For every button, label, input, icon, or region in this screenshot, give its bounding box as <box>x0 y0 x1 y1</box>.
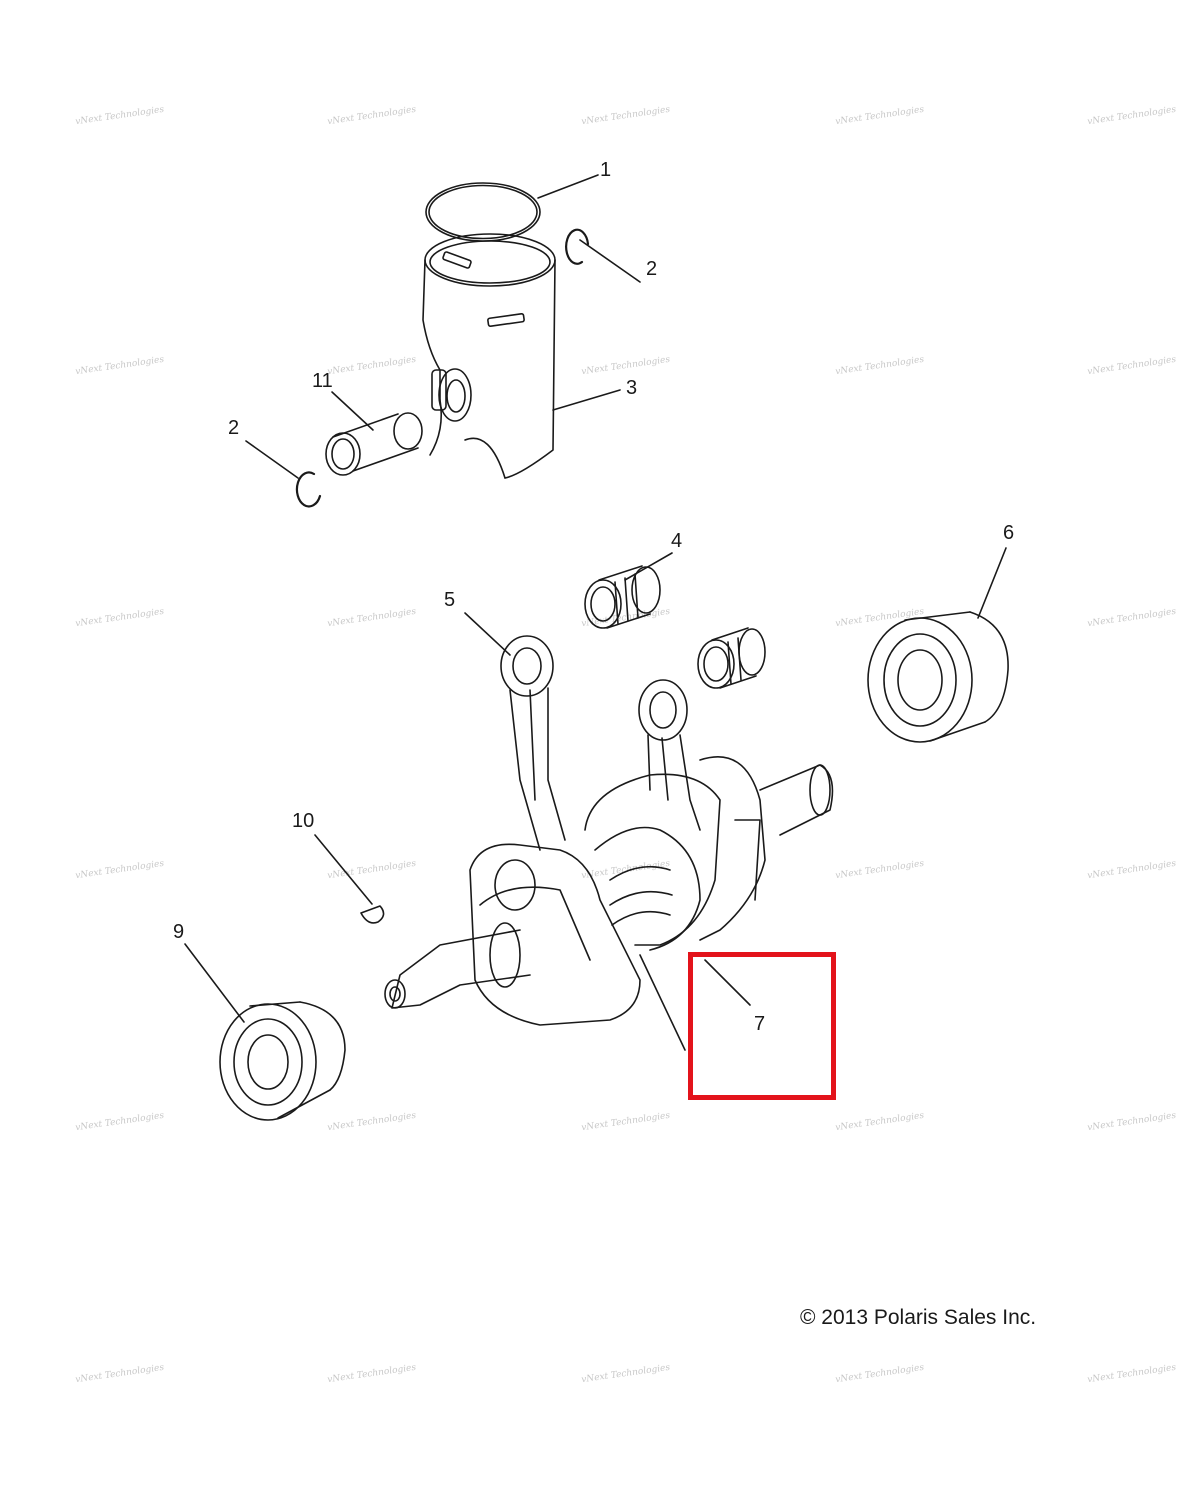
connecting-rod-part <box>464 612 566 851</box>
callout-5: 5 <box>444 589 456 611</box>
callout-10: 10 <box>292 810 315 832</box>
callout-1: 1 <box>600 159 612 181</box>
watermark-18: vNext Technologies <box>835 859 925 881</box>
callout-11: 11 <box>312 370 333 392</box>
copyright-text: © 2013 Polaris Sales Inc. <box>800 1306 1037 1329</box>
callout-2-lower: 2 <box>228 417 240 439</box>
watermark-24: vNext Technologies <box>1087 1111 1177 1133</box>
watermark-29: vNext Technologies <box>1087 1363 1177 1385</box>
watermark-17: vNext Technologies <box>581 859 671 881</box>
connecting-rod-second <box>638 679 701 831</box>
watermark-7: vNext Technologies <box>581 355 671 377</box>
watermark-16: vNext Technologies <box>327 859 417 881</box>
callout-9: 9 <box>173 921 185 943</box>
watermark-0: vNext Technologies <box>75 105 165 127</box>
watermark-23: vNext Technologies <box>835 1111 925 1133</box>
watermark-22: vNext Technologies <box>581 1111 671 1133</box>
circlip-upper-part <box>565 228 641 283</box>
watermark-27: vNext Technologies <box>581 1363 671 1385</box>
watermark-9: vNext Technologies <box>1087 355 1177 377</box>
callout-6: 6 <box>1003 522 1015 544</box>
needle-bearing-part <box>584 552 673 629</box>
main-bearing-left-part <box>184 943 346 1121</box>
crankshaft-part <box>384 756 834 1051</box>
watermark-10: vNext Technologies <box>75 607 165 629</box>
watermark-14: vNext Technologies <box>1087 607 1177 629</box>
watermark-2: vNext Technologies <box>581 105 671 127</box>
callout-7-highlight-box <box>688 952 836 1100</box>
watermark-28: vNext Technologies <box>835 1363 925 1385</box>
wrist-pin-part <box>325 391 423 476</box>
watermark-26: vNext Technologies <box>327 1363 417 1385</box>
circlip-lower-part <box>245 440 322 508</box>
watermark-3: vNext Technologies <box>835 105 925 127</box>
callout-7: 7 <box>754 1013 766 1035</box>
needle-bearing-second <box>697 627 766 689</box>
watermark-19: vNext Technologies <box>1087 859 1177 881</box>
callout-3: 3 <box>626 377 638 399</box>
callout-4: 4 <box>671 530 683 552</box>
watermark-1: vNext Technologies <box>327 105 417 127</box>
watermark-8: vNext Technologies <box>835 355 925 377</box>
watermark-20: vNext Technologies <box>75 1111 165 1133</box>
watermark-25: vNext Technologies <box>75 1363 165 1385</box>
watermark-11: vNext Technologies <box>327 607 417 629</box>
main-bearing-right-part <box>867 547 1009 743</box>
callout-2-upper: 2 <box>646 258 658 280</box>
watermark-5: vNext Technologies <box>75 355 165 377</box>
watermark-6: vNext Technologies <box>327 355 417 377</box>
woodruff-key-part <box>314 834 385 924</box>
piston-part <box>422 233 621 479</box>
watermark-4: vNext Technologies <box>1087 105 1177 127</box>
watermark-15: vNext Technologies <box>75 859 165 881</box>
watermark-21: vNext Technologies <box>327 1111 417 1133</box>
watermark-layer: vNext Technologies vNext Technologies vNex… <box>75 105 1177 1385</box>
